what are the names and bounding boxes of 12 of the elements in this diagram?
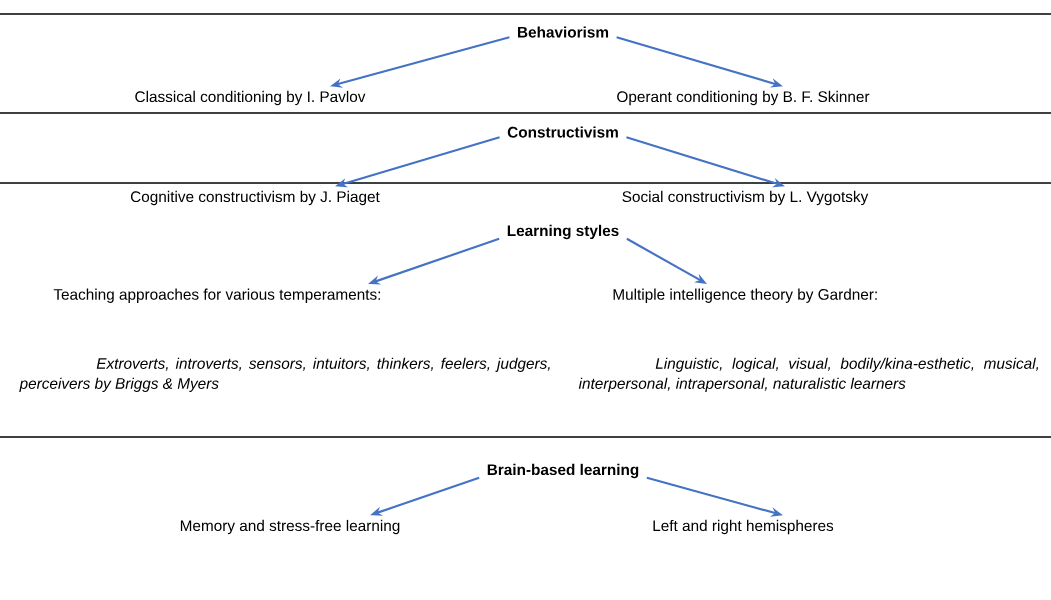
theory-text: Left and right hemispheres [653, 519, 834, 535]
section-heading: Learning styles [507, 224, 619, 240]
section-heading: Behaviorism [518, 26, 609, 38]
theory-text: Memory and stress-free learning [180, 519, 400, 535]
theory-text: Multiple intelligence theory by Gardner: Linguistic, logical, visual, bodily/kina-esthetic, musical, interpersonal, intrapersonal, naturalistic learners [578, 288, 1039, 392]
section-heading: Brain-based learning [487, 463, 639, 479]
theory-text: Cognitive constructivism by J. Piaget [130, 190, 380, 206]
theory-text: Social constructivism by L. Vygotsky [622, 190, 869, 206]
theory-text: Operant conditioning by B. F. Skinner [617, 90, 870, 106]
theory-text: Classical conditioning by I. Pavlov [135, 90, 366, 106]
section-heading: Constructivism [507, 126, 618, 138]
theory-text: Teaching approaches for various temperaments: Extroverts, introverts, sensors, intuitors, thinkers, feelers, judgers, perceivers by Briggs & Myers [19, 288, 550, 392]
